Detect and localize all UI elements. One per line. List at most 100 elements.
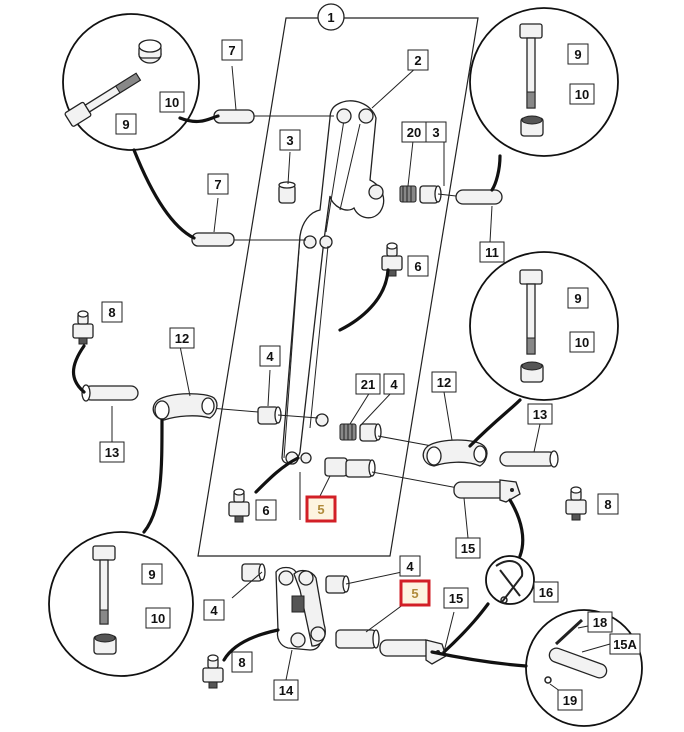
dipper-arm bbox=[281, 100, 385, 465]
svg-text:7: 7 bbox=[214, 177, 221, 192]
grease-nipple-8c bbox=[202, 654, 224, 689]
link-12-left bbox=[152, 393, 218, 421]
label-12-left: 12 bbox=[169, 327, 195, 349]
svg-text:8: 8 bbox=[238, 655, 245, 670]
label-15-lower: 15 bbox=[443, 587, 469, 609]
svg-text:12: 12 bbox=[175, 331, 189, 346]
label-8-left: 8 bbox=[101, 301, 123, 323]
spring-clip-16 bbox=[485, 555, 535, 605]
svg-text:10: 10 bbox=[575, 335, 589, 350]
label-13-left: 13 bbox=[99, 441, 125, 463]
svg-text:4: 4 bbox=[210, 603, 218, 618]
label-4-lower-right: 4 bbox=[399, 555, 421, 577]
pin-13-left bbox=[81, 384, 139, 402]
svg-text:4: 4 bbox=[266, 349, 274, 364]
label-3-right: 3 bbox=[425, 121, 447, 143]
svg-text:10: 10 bbox=[575, 87, 589, 102]
label-10-midright: 10 bbox=[569, 331, 595, 353]
callout-1: 1 bbox=[317, 3, 345, 31]
svg-text:1: 1 bbox=[327, 10, 334, 25]
svg-text:9: 9 bbox=[574, 47, 581, 62]
bushing-4-lower-right bbox=[325, 575, 350, 594]
svg-text:15A: 15A bbox=[613, 637, 637, 652]
label-15A: 15A bbox=[609, 633, 641, 655]
link-12-right bbox=[422, 439, 488, 467]
detail-circle-bolt-midright bbox=[469, 251, 619, 401]
svg-text:9: 9 bbox=[148, 567, 155, 582]
bushing-5-panel bbox=[324, 457, 376, 478]
detail-circle-bolt-topleft bbox=[62, 13, 200, 151]
svg-text:3: 3 bbox=[286, 133, 293, 148]
svg-text:15: 15 bbox=[461, 541, 475, 556]
svg-text:20: 20 bbox=[407, 125, 421, 140]
label-21: 21 bbox=[355, 373, 381, 395]
label-10-bottomleft: 10 bbox=[145, 607, 171, 629]
label-9-topleft: 9 bbox=[115, 113, 137, 135]
label-13-right: 13 bbox=[527, 403, 553, 425]
label-10-topleft: 10 bbox=[159, 91, 185, 113]
label-2: 2 bbox=[407, 49, 429, 71]
svg-text:5: 5 bbox=[317, 502, 324, 517]
label-7-top: 7 bbox=[221, 39, 243, 61]
label-4-mid: 4 bbox=[259, 345, 281, 367]
grease-nipple-8a bbox=[72, 310, 94, 345]
label-8-right: 8 bbox=[597, 493, 619, 515]
pin-7-top bbox=[213, 109, 255, 124]
label-18: 18 bbox=[587, 611, 613, 633]
label-11: 11 bbox=[479, 241, 505, 263]
assembly-panel bbox=[197, 17, 479, 557]
label-4-lower-left: 4 bbox=[203, 599, 225, 621]
svg-text:2: 2 bbox=[414, 53, 421, 68]
detail-circle-bolt-topright bbox=[469, 7, 619, 157]
label-16: 16 bbox=[533, 581, 559, 603]
bushing-5-lower bbox=[335, 629, 380, 649]
label-5-panel-highlight: 5 bbox=[305, 495, 337, 523]
svg-text:12: 12 bbox=[437, 375, 451, 390]
pin-11 bbox=[455, 189, 503, 205]
svg-text:4: 4 bbox=[390, 377, 398, 392]
svg-text:10: 10 bbox=[165, 95, 179, 110]
pin-7-mid bbox=[191, 232, 235, 247]
bushing-3-right bbox=[419, 185, 442, 204]
svg-text:11: 11 bbox=[485, 245, 499, 260]
detail-circle-15A bbox=[525, 609, 643, 727]
pin-15-upper bbox=[453, 479, 521, 503]
label-3-left: 3 bbox=[279, 129, 301, 151]
label-20: 20 bbox=[401, 121, 427, 143]
label-7-mid: 7 bbox=[207, 173, 229, 195]
svg-text:21: 21 bbox=[361, 377, 375, 392]
label-4-right: 4 bbox=[383, 373, 405, 395]
link-bracket-14 bbox=[275, 566, 326, 651]
svg-text:10: 10 bbox=[151, 611, 165, 626]
svg-text:7: 7 bbox=[228, 43, 235, 58]
svg-text:6: 6 bbox=[262, 503, 269, 518]
thread-20 bbox=[399, 185, 417, 203]
thread-21 bbox=[339, 423, 357, 441]
label-15-upper: 15 bbox=[455, 537, 481, 559]
svg-text:4: 4 bbox=[406, 559, 414, 574]
detail-circle-bolt-bottomleft bbox=[48, 531, 194, 677]
svg-text:13: 13 bbox=[105, 445, 119, 460]
svg-text:14: 14 bbox=[279, 683, 294, 698]
grease-nipple-6b bbox=[228, 488, 250, 523]
label-5-lower-highlight: 5 bbox=[399, 579, 431, 607]
svg-text:9: 9 bbox=[574, 291, 581, 306]
bushing-3-left bbox=[278, 181, 296, 204]
label-8-bottom: 8 bbox=[231, 651, 253, 673]
label-6-bottom: 6 bbox=[255, 499, 277, 521]
bushing-4-mid bbox=[257, 406, 282, 425]
label-12-right: 12 bbox=[431, 371, 457, 393]
svg-text:9: 9 bbox=[122, 117, 129, 132]
svg-text:18: 18 bbox=[593, 615, 607, 630]
pin-13-right bbox=[499, 450, 559, 468]
label-14: 14 bbox=[273, 679, 299, 701]
grease-nipple-8b bbox=[565, 486, 587, 521]
label-6-top: 6 bbox=[407, 255, 429, 277]
grease-nipple-6a bbox=[381, 242, 403, 277]
bushing-4-right bbox=[359, 423, 382, 442]
svg-text:3: 3 bbox=[432, 125, 439, 140]
label-9-midright: 9 bbox=[567, 287, 589, 309]
svg-text:16: 16 bbox=[539, 585, 553, 600]
svg-text:5: 5 bbox=[411, 586, 418, 601]
